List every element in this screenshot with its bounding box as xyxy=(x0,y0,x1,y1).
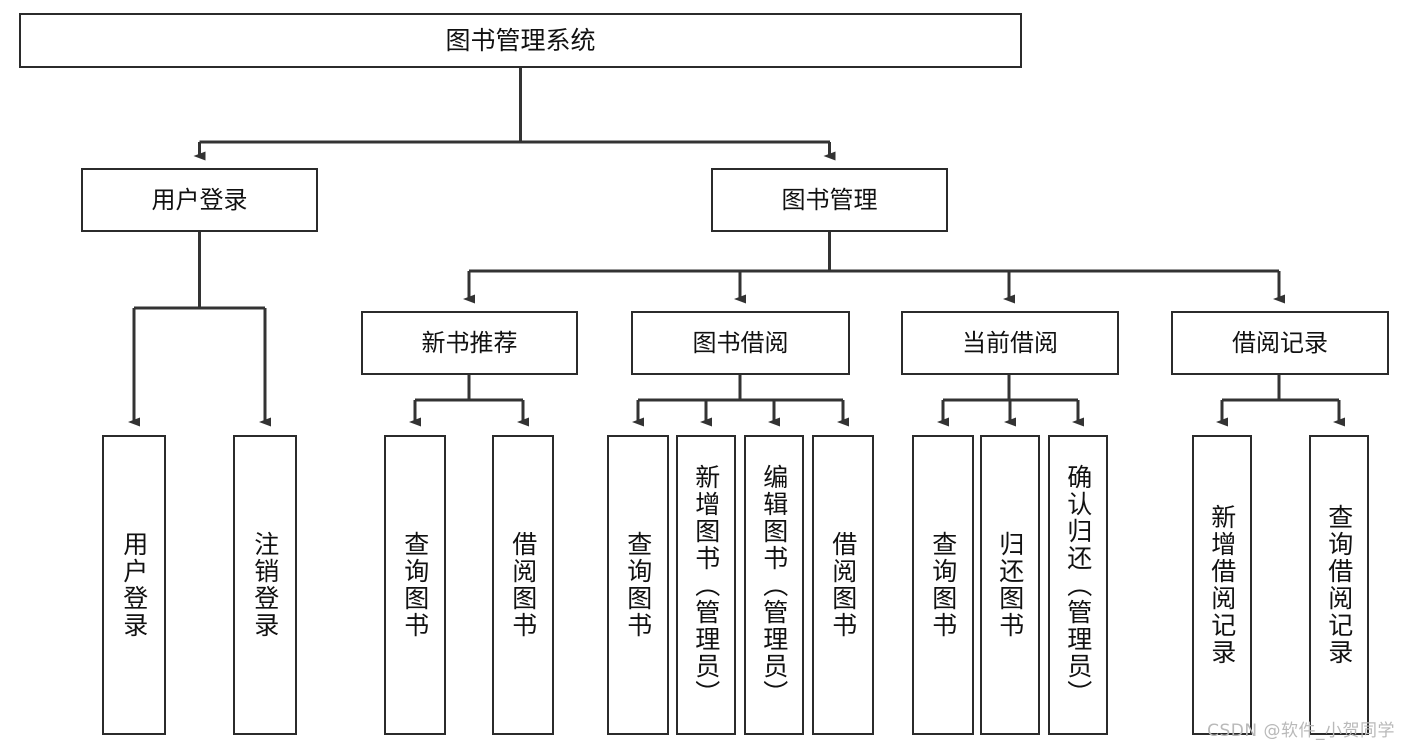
node-label: 图书管理 xyxy=(781,185,878,214)
node-label: 新增借阅记录 xyxy=(1207,504,1237,666)
node-label: 确认归还（管理员） xyxy=(1063,463,1093,707)
node-label: 编辑图书（管理员） xyxy=(759,463,789,707)
leaf-user-logout[interactable]: 注销登录 xyxy=(233,435,297,735)
leaf-edit-book[interactable]: 编辑图书（管理员） xyxy=(744,435,804,735)
leaf-query-record[interactable]: 查询借阅记录 xyxy=(1309,435,1369,735)
node-label: 查询借阅记录 xyxy=(1324,504,1354,666)
node-label: 图书借阅 xyxy=(692,328,789,357)
node-label: 查询图书 xyxy=(623,531,653,639)
leaf-borrow-book-2[interactable]: 借阅图书 xyxy=(812,435,874,735)
node-book-manage[interactable]: 图书管理 xyxy=(711,168,948,232)
node-label: 查询图书 xyxy=(928,531,958,639)
leaf-query-book-2[interactable]: 查询图书 xyxy=(607,435,669,735)
node-label: 归还图书 xyxy=(995,531,1025,639)
node-label: 借阅记录 xyxy=(1232,328,1328,357)
node-new-book-rec[interactable]: 新书推荐 xyxy=(361,311,578,375)
leaf-user-login[interactable]: 用户登录 xyxy=(102,435,166,735)
leaf-query-book-3[interactable]: 查询图书 xyxy=(912,435,974,735)
node-label: 借阅图书 xyxy=(828,531,858,639)
leaf-add-book[interactable]: 新增图书（管理员） xyxy=(676,435,736,735)
node-label: 新书推荐 xyxy=(421,328,518,357)
node-root[interactable]: 图书管理系统 xyxy=(19,13,1022,68)
node-borrow-record[interactable]: 借阅记录 xyxy=(1171,311,1389,375)
leaf-confirm-return[interactable]: 确认归还（管理员） xyxy=(1048,435,1108,735)
node-label: 图书管理系统 xyxy=(445,25,596,55)
csdn-watermark: CSDN @软件_小贺同学 xyxy=(1207,721,1395,741)
node-label: 注销登录 xyxy=(250,531,280,639)
node-user-login[interactable]: 用户登录 xyxy=(81,168,318,232)
leaf-borrow-book-1[interactable]: 借阅图书 xyxy=(492,435,554,735)
node-label: 新增图书（管理员） xyxy=(691,463,721,707)
node-label: 当前借阅 xyxy=(962,328,1058,357)
node-current-borrow[interactable]: 当前借阅 xyxy=(901,311,1119,375)
node-book-borrow[interactable]: 图书借阅 xyxy=(631,311,850,375)
node-label: 用户登录 xyxy=(119,531,149,639)
leaf-return-book[interactable]: 归还图书 xyxy=(980,435,1040,735)
leaf-add-record[interactable]: 新增借阅记录 xyxy=(1192,435,1252,735)
node-label: 借阅图书 xyxy=(508,531,538,639)
node-label: 用户登录 xyxy=(151,185,248,214)
leaf-query-book-1[interactable]: 查询图书 xyxy=(384,435,446,735)
node-label: 查询图书 xyxy=(400,531,430,639)
